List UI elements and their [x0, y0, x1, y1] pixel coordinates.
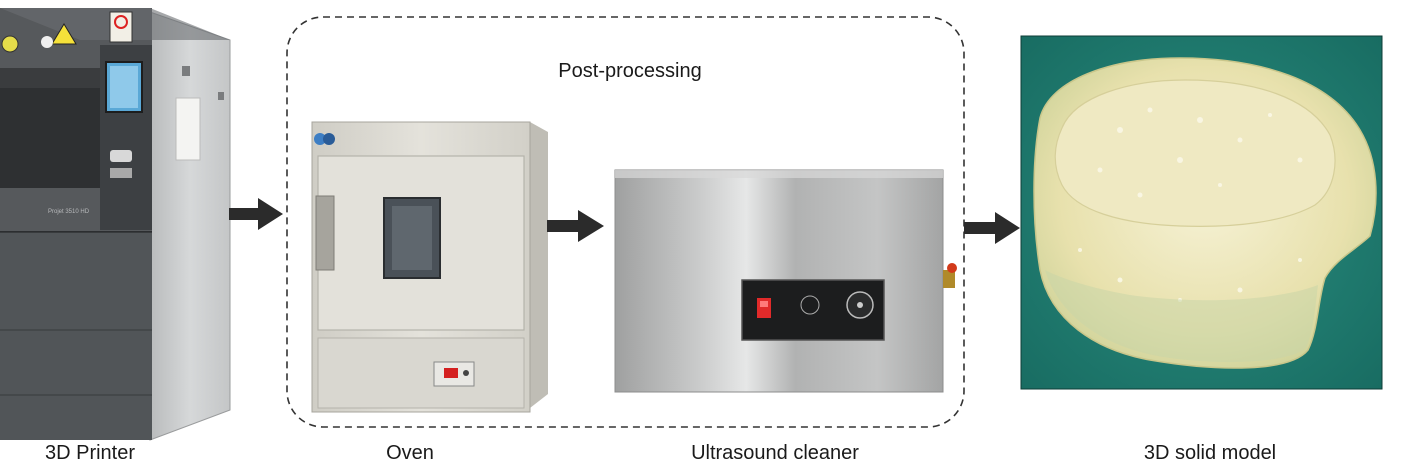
step-label-oven: Oven	[360, 442, 460, 465]
post-processing-title: Post-processing	[520, 60, 740, 83]
step-label-3d-solid-model: 3D solid model	[1110, 442, 1310, 465]
ultrasound-cleaner-icon	[615, 170, 957, 392]
flow-arrow-1	[229, 198, 283, 230]
printer-brand-text: Projet 3510 HD	[48, 209, 90, 215]
flow-arrow-2	[547, 210, 604, 242]
solid-model-photo	[1021, 36, 1382, 389]
flow-arrow-3	[964, 212, 1020, 244]
oven-icon	[312, 122, 548, 412]
step-label-3d-printer: 3D Printer	[20, 442, 160, 465]
step-label-ultrasound-cleaner: Ultrasound cleaner	[640, 442, 910, 465]
3d-printer-icon: Projet 3510 HD	[0, 8, 230, 440]
